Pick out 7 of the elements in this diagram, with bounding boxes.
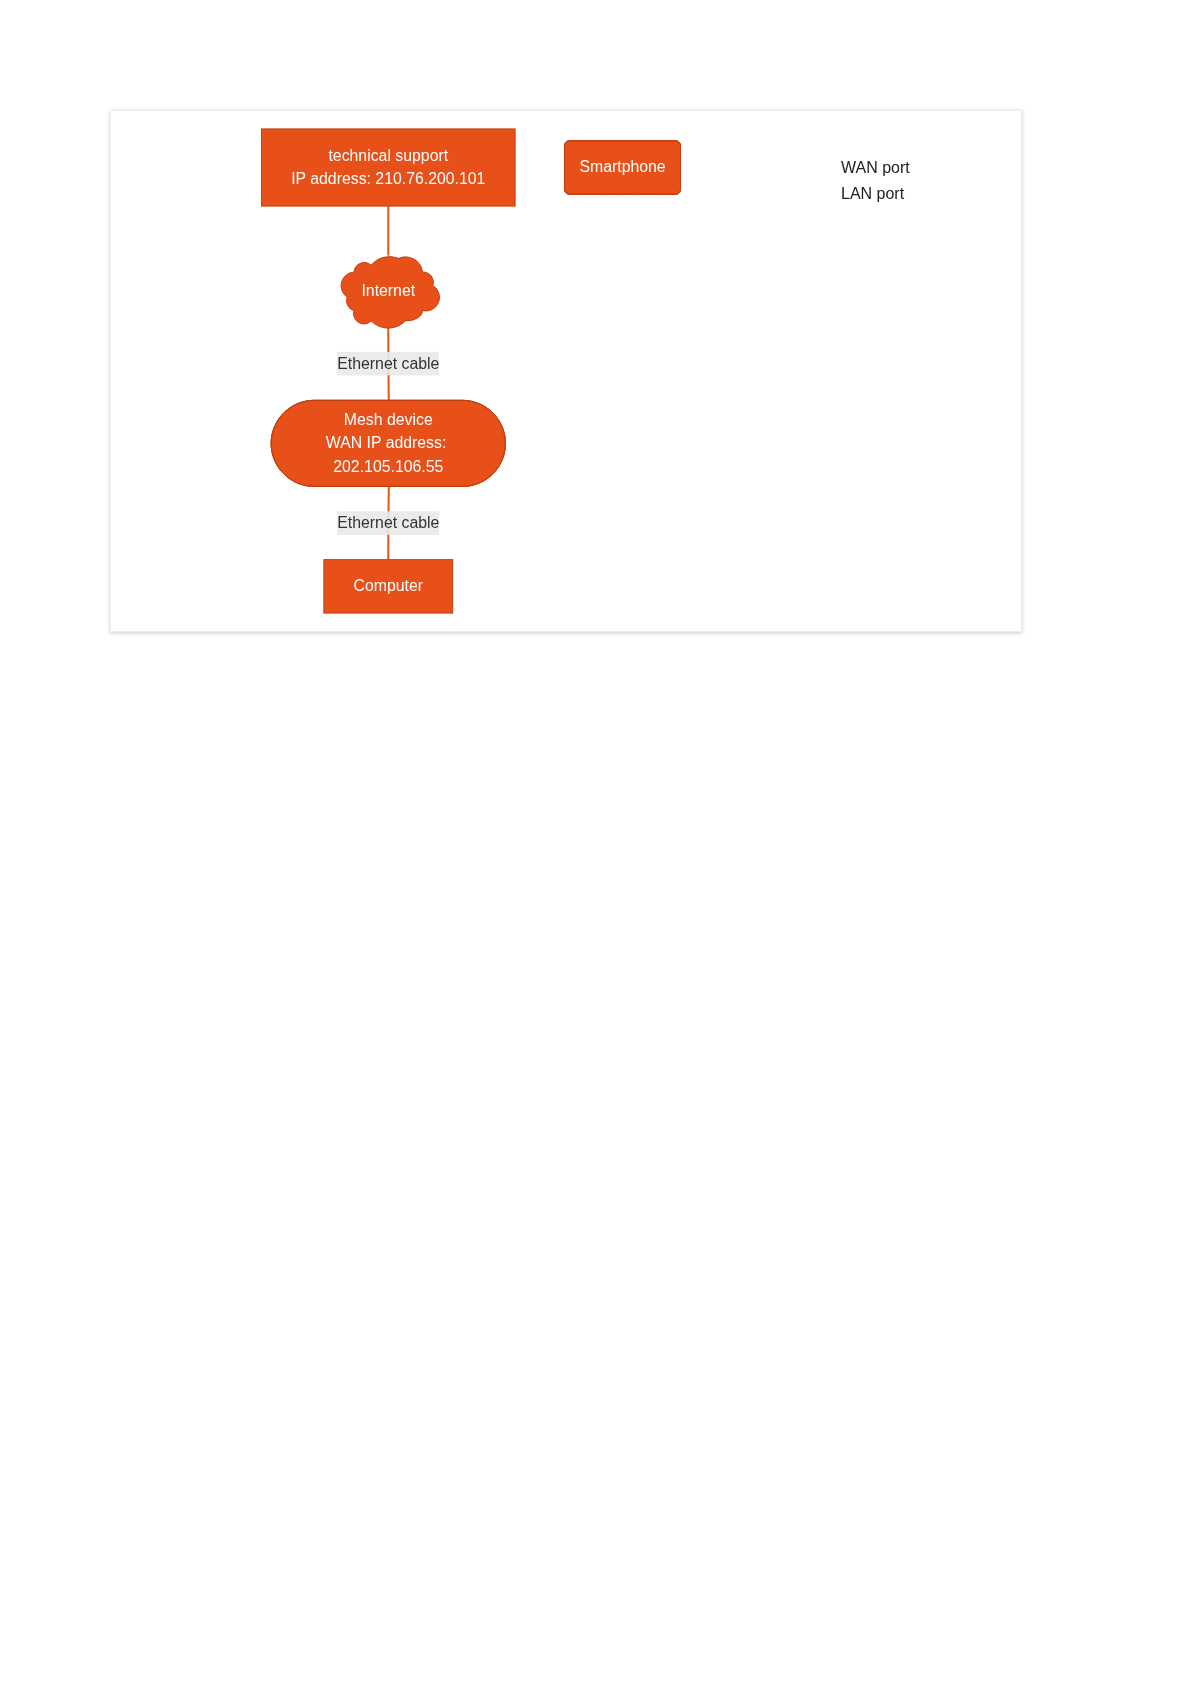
- node-box: technical support IP address: 210.76.200.101: [261, 128, 516, 207]
- port-label: WAN port: [841, 159, 910, 177]
- edge-label: Ethernet cable: [337, 514, 440, 531]
- port-label: LAN port: [841, 185, 906, 203]
- node-box: Computer: [323, 559, 454, 614]
- connector: [387, 205, 390, 257]
- edge-label: Ethernet cable: [337, 354, 440, 372]
